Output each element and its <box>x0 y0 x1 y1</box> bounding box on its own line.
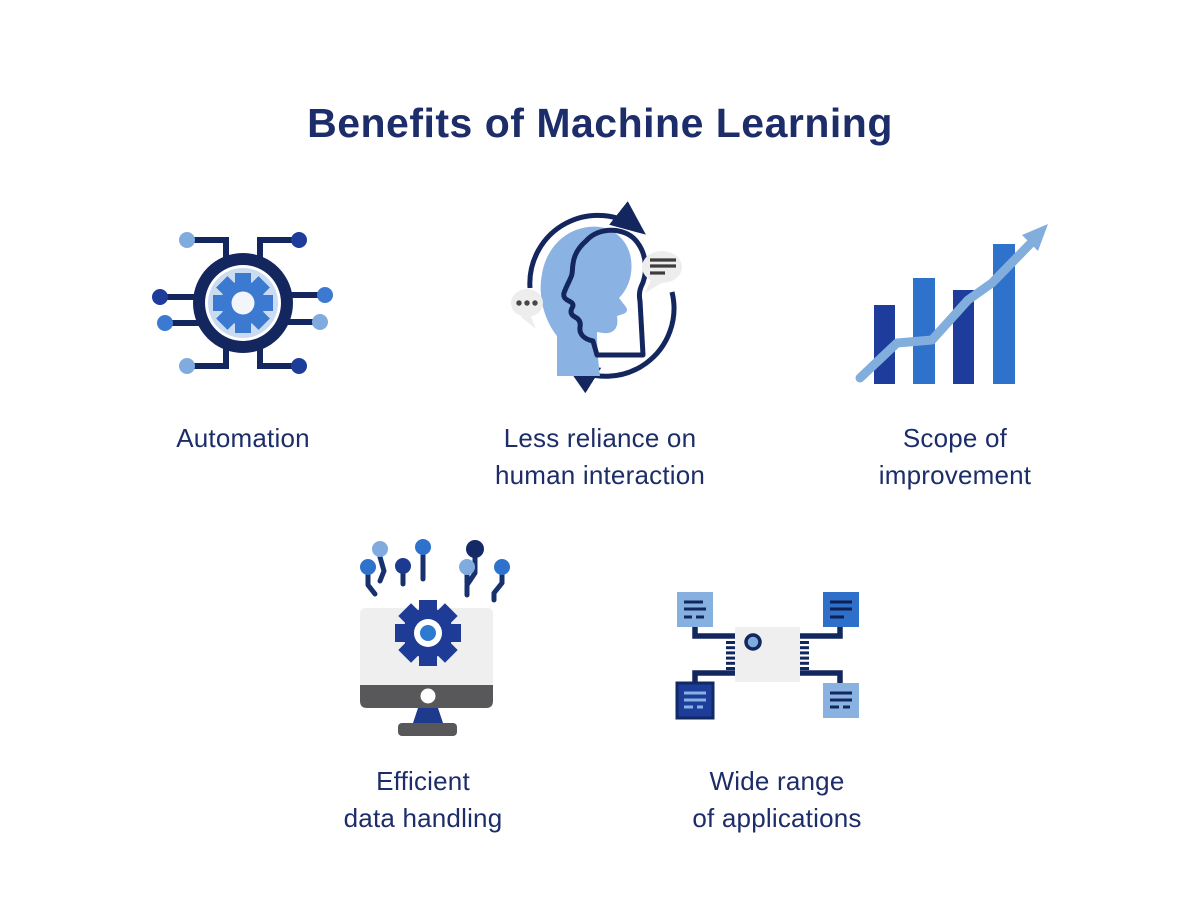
benefit-label: Scope of improvement <box>878 423 1032 490</box>
growth-bars-icon <box>855 224 1048 384</box>
chip-network-icon <box>675 592 859 720</box>
gear-circuit-icon <box>152 232 333 374</box>
benefit-label: Less reliance on human interaction <box>494 423 706 490</box>
page-title: Benefits of Machine Learning <box>307 100 893 146</box>
monitor-gear-icon <box>360 539 510 736</box>
benefit-label: Wide range of applications <box>692 766 862 833</box>
benefit-label: Efficient data handling <box>343 766 503 833</box>
head-sync-icon <box>511 201 682 394</box>
benefit-label: Automation <box>176 423 310 453</box>
